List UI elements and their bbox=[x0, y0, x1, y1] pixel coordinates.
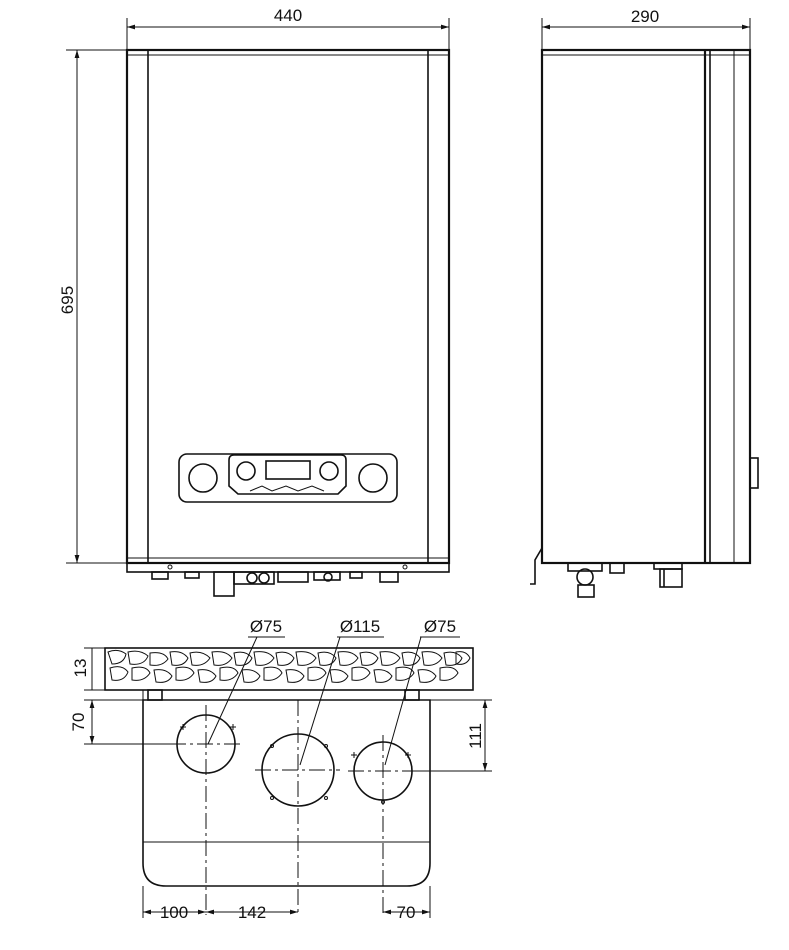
center-hole-offset-label: 111 bbox=[466, 723, 485, 749]
display-screen bbox=[265, 460, 311, 480]
center-hole-spacing-label: 142 bbox=[238, 903, 266, 922]
wall-thickness-label: 13 bbox=[71, 659, 90, 678]
boiler-body bbox=[125, 48, 451, 565]
center-hole-diameter-label: Ø115 bbox=[340, 617, 380, 636]
mounting-template bbox=[142, 699, 431, 887]
left-hole-from-edge-label: 100 bbox=[160, 903, 188, 922]
flue-plan: 13 bbox=[69, 617, 492, 922]
right-hole-diameter-label: Ø75 bbox=[424, 617, 456, 636]
height-dimension-label: 695 bbox=[58, 286, 77, 314]
side-body bbox=[540, 48, 752, 565]
depth-dimension-label: 290 bbox=[631, 7, 659, 26]
left-knob-icon bbox=[188, 463, 218, 493]
right-knob-icon bbox=[358, 463, 388, 493]
left-hole-diameter-label: Ø75 bbox=[250, 617, 282, 636]
control-panel bbox=[178, 453, 398, 503]
left-hole-offset-label: 70 bbox=[69, 713, 88, 732]
side-view: 290 bbox=[530, 7, 759, 598]
front-view: 440 695 bbox=[58, 6, 451, 597]
side-bottom-connections bbox=[567, 562, 683, 598]
right-hole-from-edge-label: 70 bbox=[397, 903, 416, 922]
front-bottom-connections bbox=[126, 562, 450, 597]
wall-stone-pattern bbox=[107, 649, 471, 683]
screw-marks bbox=[180, 724, 411, 804]
width-dimension-label: 440 bbox=[274, 6, 302, 25]
wall-section bbox=[104, 647, 474, 691]
